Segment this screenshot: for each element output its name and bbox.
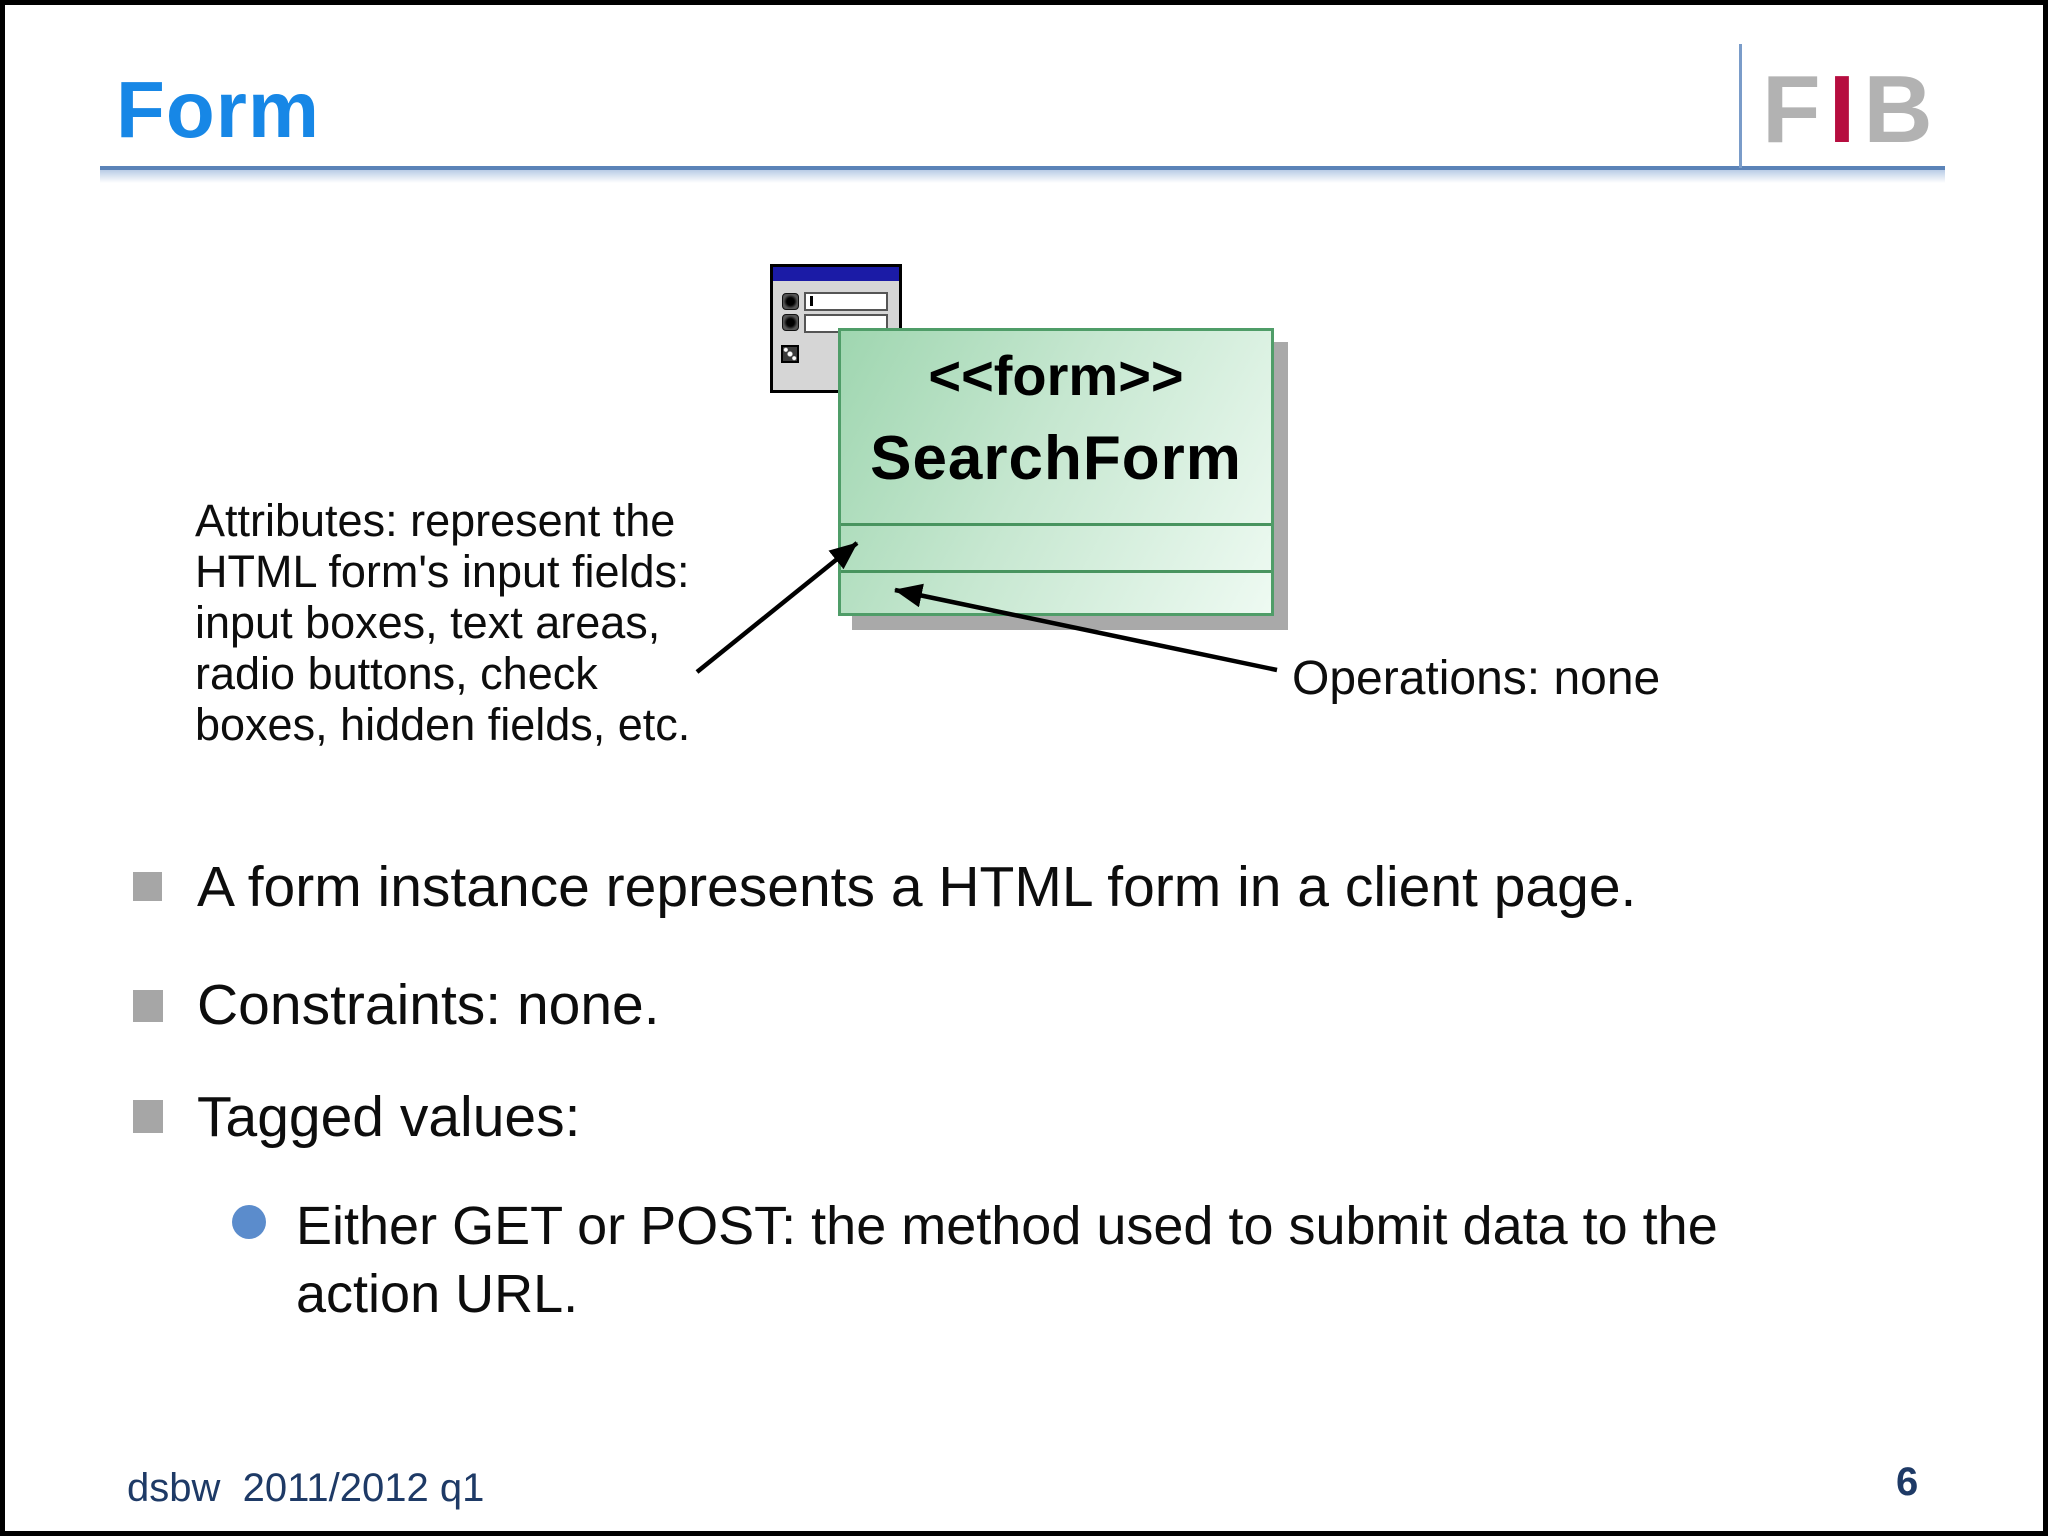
bullet-item: Constraints: none. [197, 973, 660, 1037]
attributes-compartment-divider [841, 523, 1271, 526]
header-vertical-rule [1739, 44, 1742, 168]
footer-text: dsbw 2011/2012 q1 [127, 1466, 485, 1510]
logo-letter-i: I [1828, 56, 1864, 163]
sub-bullet-marker [232, 1205, 266, 1239]
sub-bullet-line: action URL. [296, 1264, 579, 1324]
operations-compartment-divider [841, 570, 1271, 573]
bullet-marker [133, 872, 162, 901]
uml-class-box: <<form>> SearchForm [838, 328, 1274, 616]
radio-glyph-icon [782, 293, 799, 310]
stereotype-label: <<form>> [928, 344, 1184, 407]
bullet-marker [133, 1100, 163, 1133]
radio-glyph-icon [782, 314, 799, 331]
attributes-arrow [695, 541, 859, 674]
logo-letter-f: F [1762, 56, 1829, 163]
sub-bullet-line: Either GET or POST: the method used to s… [296, 1196, 1718, 1256]
class-name-label: SearchForm [870, 424, 1242, 493]
page-number: 6 [1896, 1460, 1919, 1504]
bullet-item: Tagged values: [197, 1085, 581, 1149]
attributes-note-line: HTML form's input fields: [195, 546, 690, 597]
input-box [804, 292, 888, 311]
operations-note: Operations: none [1292, 652, 1661, 705]
attributes-note-line: Attributes: represent the [195, 495, 676, 546]
attributes-note-line: radio buttons, check [195, 648, 598, 699]
header-rule [100, 166, 1945, 170]
header-rule-shadow [100, 170, 1945, 183]
attributes-note: Attributes: represent the HTML form's in… [195, 495, 690, 750]
fib-logo: FIB [1762, 62, 1941, 158]
page-title: Form [116, 65, 320, 154]
bullet-item: A form instance represents a HTML form i… [197, 855, 1637, 919]
window-titlebar [773, 267, 899, 281]
bullet-marker [133, 990, 163, 1022]
attributes-note-line: boxes, hidden fields, etc. [195, 699, 691, 750]
sub-bullet-item: Either GET or POST: the method used to s… [296, 1192, 1718, 1328]
attributes-note-line: input boxes, text areas, [195, 597, 661, 648]
text-cursor [810, 296, 813, 306]
logo-letter-b: B [1863, 56, 1941, 163]
checkbox-icon [781, 345, 799, 363]
